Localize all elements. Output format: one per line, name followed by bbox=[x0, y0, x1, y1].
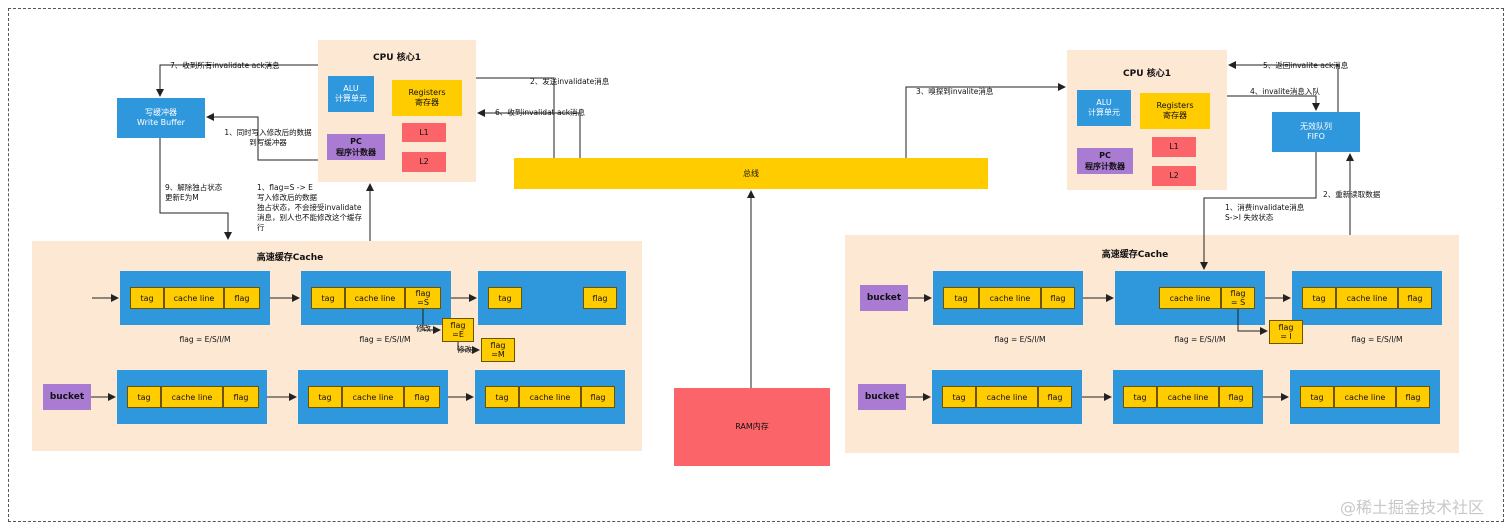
arrow-step6 bbox=[477, 109, 581, 158]
right-registers: Registers 寄存器 bbox=[1140, 93, 1210, 129]
left-r1-3-flag: flag bbox=[583, 287, 617, 309]
right-r1-3-tag: tag bbox=[1302, 287, 1336, 309]
label-step3: 3、嗅探到invalite消息 bbox=[916, 87, 994, 96]
right-bucket1: bucket bbox=[860, 285, 908, 311]
left-r1-1-flag: flag bbox=[224, 287, 260, 309]
watermark: @稀土掘金技术社区 bbox=[1340, 498, 1485, 517]
label-step9: 9、解除独占状态 更新E为M bbox=[165, 183, 223, 202]
arrow-step1-wb bbox=[206, 113, 318, 161]
right-r1-2-caption: flag = E/S/I/M bbox=[1174, 335, 1226, 344]
arrow-step5 bbox=[1228, 61, 1339, 112]
left-r2-3-tag: tag bbox=[485, 386, 519, 408]
left-r2-3-line: cache line bbox=[519, 386, 581, 408]
left-flag-e: flag =E bbox=[442, 318, 474, 342]
left-r1-3-tag: tag bbox=[488, 287, 522, 309]
left-r2-2-line: cache line bbox=[342, 386, 404, 408]
left-r2-3-flag: flag bbox=[581, 386, 615, 408]
write-buffer: 写缓冲器 Write Buffer bbox=[117, 98, 205, 138]
left-alu: ALU 计算单元 bbox=[328, 76, 374, 112]
invalidate-queue: 无效队列 FIFO bbox=[1272, 112, 1360, 152]
right-r1-1-line: cache line bbox=[979, 287, 1041, 309]
right-r2-1-flag: flag bbox=[1038, 386, 1072, 408]
right-r2-3-tag: tag bbox=[1300, 386, 1334, 408]
left-r2-1-flag: flag bbox=[223, 386, 259, 408]
left-r1-2-caption: flag = E/S/I/M bbox=[359, 335, 411, 344]
right-pc: PC 程序计数器 bbox=[1077, 148, 1133, 174]
right-bucket2: bucket bbox=[858, 384, 906, 410]
left-cache-title: 高速缓存Cache bbox=[256, 252, 324, 263]
right-l2: L2 bbox=[1152, 166, 1196, 186]
arrow-step9 bbox=[159, 138, 232, 240]
left-l2: L2 bbox=[402, 152, 446, 172]
right-r1-3-flag: flag bbox=[1398, 287, 1432, 309]
bus: 总线 bbox=[514, 158, 988, 189]
right-r1-3-line: cache line bbox=[1336, 287, 1398, 309]
right-r1-1-tag: tag bbox=[943, 287, 979, 309]
label-step2-right: 2、重新读取数据 bbox=[1323, 190, 1381, 199]
left-r1-1-caption: flag = E/S/I/M bbox=[179, 335, 231, 344]
right-r2-3-line: cache line bbox=[1334, 386, 1396, 408]
arrow-step3 bbox=[905, 83, 1066, 158]
right-cpu-title: CPU 核心1 bbox=[1123, 68, 1171, 79]
label-step4: 4、invalite消息入队 bbox=[1250, 87, 1320, 96]
left-registers: Registers 寄存器 bbox=[392, 80, 462, 116]
arrow-modify-e bbox=[422, 309, 441, 334]
right-alu: ALU 计算单元 bbox=[1077, 90, 1131, 126]
arrow-step7 bbox=[156, 64, 318, 97]
left-l1: L1 bbox=[402, 123, 446, 142]
left-r1-2-line: cache line bbox=[345, 287, 405, 309]
left-flag-m: flag =M bbox=[481, 338, 515, 362]
right-r1-2-flag: flag = S bbox=[1221, 287, 1255, 309]
arrow-modify-m bbox=[457, 342, 480, 354]
label-step1-flag: 1、flag=S -> E 写入修改后的数据 独占状态，不会接受invalida… bbox=[257, 183, 362, 232]
arrow-step4 bbox=[1227, 95, 1320, 111]
left-r1-2-tag: tag bbox=[311, 287, 345, 309]
right-r1-3-caption: flag = E/S/I/M bbox=[1351, 335, 1403, 344]
right-r2-3-flag: flag bbox=[1396, 386, 1430, 408]
right-r1-2-line: cache line bbox=[1159, 287, 1221, 309]
right-l1: L1 bbox=[1152, 137, 1196, 157]
arrow-modify-i bbox=[1237, 309, 1268, 335]
left-r1-2-flag: flag =S bbox=[405, 287, 441, 309]
label-step1-wb: 1、同时写入修改后的数据 到写缓冲器 bbox=[224, 128, 312, 147]
label-step2: 2、发送invalidate消息 bbox=[530, 77, 610, 86]
right-r1-1-flag: flag bbox=[1041, 287, 1075, 309]
right-flag-i: flag = I bbox=[1269, 320, 1303, 344]
left-r2-1-tag: tag bbox=[127, 386, 161, 408]
right-cache-title: 高速缓存Cache bbox=[1101, 249, 1169, 260]
label-step1-right: 1、消费invalidate消息 S->I 失效状态 bbox=[1225, 203, 1305, 222]
left-r1-1-tag: tag bbox=[130, 287, 164, 309]
right-r2-2-tag: tag bbox=[1123, 386, 1157, 408]
left-bucket: bucket bbox=[43, 384, 91, 410]
right-r2-1-line: cache line bbox=[976, 386, 1038, 408]
left-r2-2-flag: flag bbox=[404, 386, 440, 408]
right-r2-2-line: cache line bbox=[1157, 386, 1219, 408]
right-r1-1-caption: flag = E/S/I/M bbox=[994, 335, 1046, 344]
outer-frame bbox=[8, 8, 1504, 522]
left-pc: PC 程序计数器 bbox=[327, 134, 385, 160]
left-r1-1-line: cache line bbox=[164, 287, 224, 309]
left-r2-2-tag: tag bbox=[308, 386, 342, 408]
left-r2-1-line: cache line bbox=[161, 386, 223, 408]
left-cpu-title: CPU 核心1 bbox=[373, 52, 421, 63]
right-r2-2-flag: flag bbox=[1219, 386, 1253, 408]
arrow-step1-right bbox=[1200, 152, 1317, 270]
right-r2-1-tag: tag bbox=[942, 386, 976, 408]
ram: RAM内存 bbox=[674, 388, 830, 466]
arrow-step2 bbox=[476, 77, 555, 158]
